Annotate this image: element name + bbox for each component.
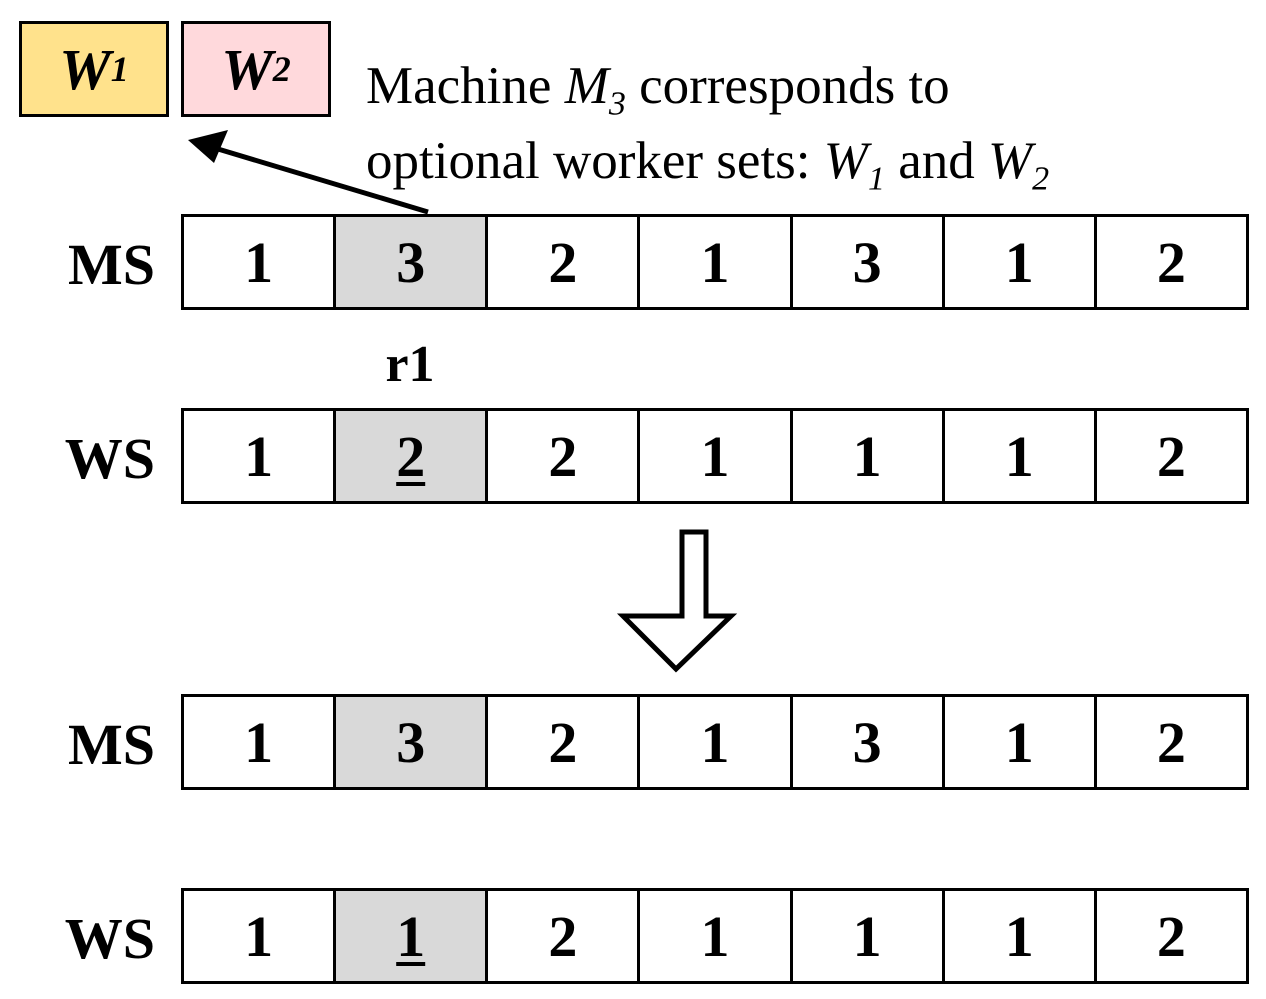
after-ws-cell: 1 <box>184 891 337 981</box>
after-ws-cell: 1 <box>944 891 1097 981</box>
before-ms-cell: 3 <box>336 217 489 307</box>
after-ms-value: 3 <box>852 709 882 775</box>
after-ws-value: 2 <box>548 903 578 969</box>
after-ms-value: 1 <box>1004 709 1034 775</box>
worker-set-w2-sub: 2 <box>272 49 291 89</box>
after-ws-value: 1 <box>700 903 730 969</box>
after-ws-cell: 1 <box>792 891 945 981</box>
w2-name: W <box>987 131 1033 190</box>
after-ws-label: WS <box>64 906 155 971</box>
w1-name: W <box>823 131 868 190</box>
after-ws-value: 1 <box>396 903 426 969</box>
worker-set-w1-sub: 1 <box>110 49 129 89</box>
annotation-and: and <box>884 131 988 190</box>
after-ws-value: 1 <box>852 903 882 969</box>
after-ms-label: MS <box>68 712 155 777</box>
before-ws-value: 1 <box>700 423 730 489</box>
before-ms-value: 1 <box>244 229 274 295</box>
w1-symbol: W1 <box>823 131 885 198</box>
before-ms-cell: 2 <box>488 217 641 307</box>
before-ms-value: 1 <box>700 229 730 295</box>
annotation-line2-pre: optional worker sets: <box>366 131 824 190</box>
after-ms-cell: 1 <box>184 697 337 787</box>
before-ws-value: 1 <box>1004 423 1034 489</box>
before-ws-cell: 1 <box>184 411 337 501</box>
before-ms-label: MS <box>68 232 155 297</box>
machine-name: M <box>564 57 609 115</box>
before-ms-value: 3 <box>396 229 426 295</box>
before-ws-cell: 1 <box>792 411 945 501</box>
before-ws-cell: 1 <box>640 411 793 501</box>
before-ws-cell: 1 <box>944 411 1097 501</box>
annotation-line-2: optional worker sets: W1 and W2 <box>366 133 1049 208</box>
annotation-text: Machine M3 corresponds to optional worke… <box>366 58 1049 207</box>
after-ms-chromosome: 1 3 2 1 3 1 2 <box>181 694 1249 790</box>
before-ms-value: 1 <box>1004 229 1034 295</box>
machine-sub: 3 <box>608 85 626 123</box>
after-ws-value: 2 <box>1156 903 1186 969</box>
w2-symbol: W2 <box>987 131 1049 198</box>
after-ms-cell: 2 <box>1096 697 1246 787</box>
pointer-arrow-line <box>217 146 429 215</box>
after-ws-cell: 2 <box>488 891 641 981</box>
annotation-line-1: Machine M3 corresponds to <box>366 58 1049 133</box>
after-ws-chromosome: 1 1 2 1 1 1 2 <box>181 888 1249 984</box>
after-ws-cell: 1 <box>640 891 793 981</box>
annotation-line1-pre: Machine <box>366 57 565 115</box>
pointer-arrow-head <box>188 130 228 163</box>
after-ws-cell: 2 <box>1096 891 1246 981</box>
after-ms-value: 1 <box>700 709 730 775</box>
before-ws-value: 1 <box>244 423 274 489</box>
after-ws-cell: 1 <box>336 891 489 981</box>
after-ms-value: 1 <box>244 709 274 775</box>
worker-set-w2-name: W <box>221 36 273 102</box>
after-ws-value: 1 <box>1004 903 1034 969</box>
before-ws-chromosome: 1 2 2 1 1 1 2 <box>181 408 1249 504</box>
before-ws-value: 1 <box>852 423 882 489</box>
before-ws-cell: 2 <box>336 411 489 501</box>
w2-sub: 2 <box>1032 160 1050 198</box>
before-ms-cell: 1 <box>640 217 793 307</box>
before-ws-value: 2 <box>396 423 426 489</box>
before-ms-value: 2 <box>1156 229 1186 295</box>
before-ms-chromosome: 1 3 2 1 3 1 2 <box>181 214 1249 310</box>
after-ms-value: 2 <box>548 709 578 775</box>
before-ws-cell: 2 <box>488 411 641 501</box>
annotation-line1-post: corresponds to <box>625 57 950 115</box>
before-ms-cell: 2 <box>1096 217 1246 307</box>
after-ws-value: 1 <box>244 903 274 969</box>
before-ws-cell: 2 <box>1096 411 1246 501</box>
pointer-label-r1: r1 <box>385 336 435 393</box>
before-ms-cell: 1 <box>944 217 1097 307</box>
machine-symbol: M3 <box>564 57 626 123</box>
after-ms-cell: 1 <box>640 697 793 787</box>
before-ws-value: 2 <box>1156 423 1186 489</box>
worker-set-w1-name: W <box>59 36 111 102</box>
w1-sub: 1 <box>867 160 885 198</box>
after-ms-cell: 3 <box>792 697 945 787</box>
before-ms-cell: 3 <box>792 217 945 307</box>
before-ws-label: WS <box>64 426 155 491</box>
before-ws-value: 2 <box>548 423 578 489</box>
before-ms-cell: 1 <box>184 217 337 307</box>
after-ms-value: 2 <box>1156 709 1186 775</box>
after-ms-cell: 3 <box>336 697 489 787</box>
before-ms-value: 2 <box>548 229 578 295</box>
after-ms-value: 3 <box>396 709 426 775</box>
down-arrow-icon <box>616 529 738 673</box>
before-ms-value: 3 <box>852 229 882 295</box>
after-ms-cell: 2 <box>488 697 641 787</box>
after-ms-cell: 1 <box>944 697 1097 787</box>
